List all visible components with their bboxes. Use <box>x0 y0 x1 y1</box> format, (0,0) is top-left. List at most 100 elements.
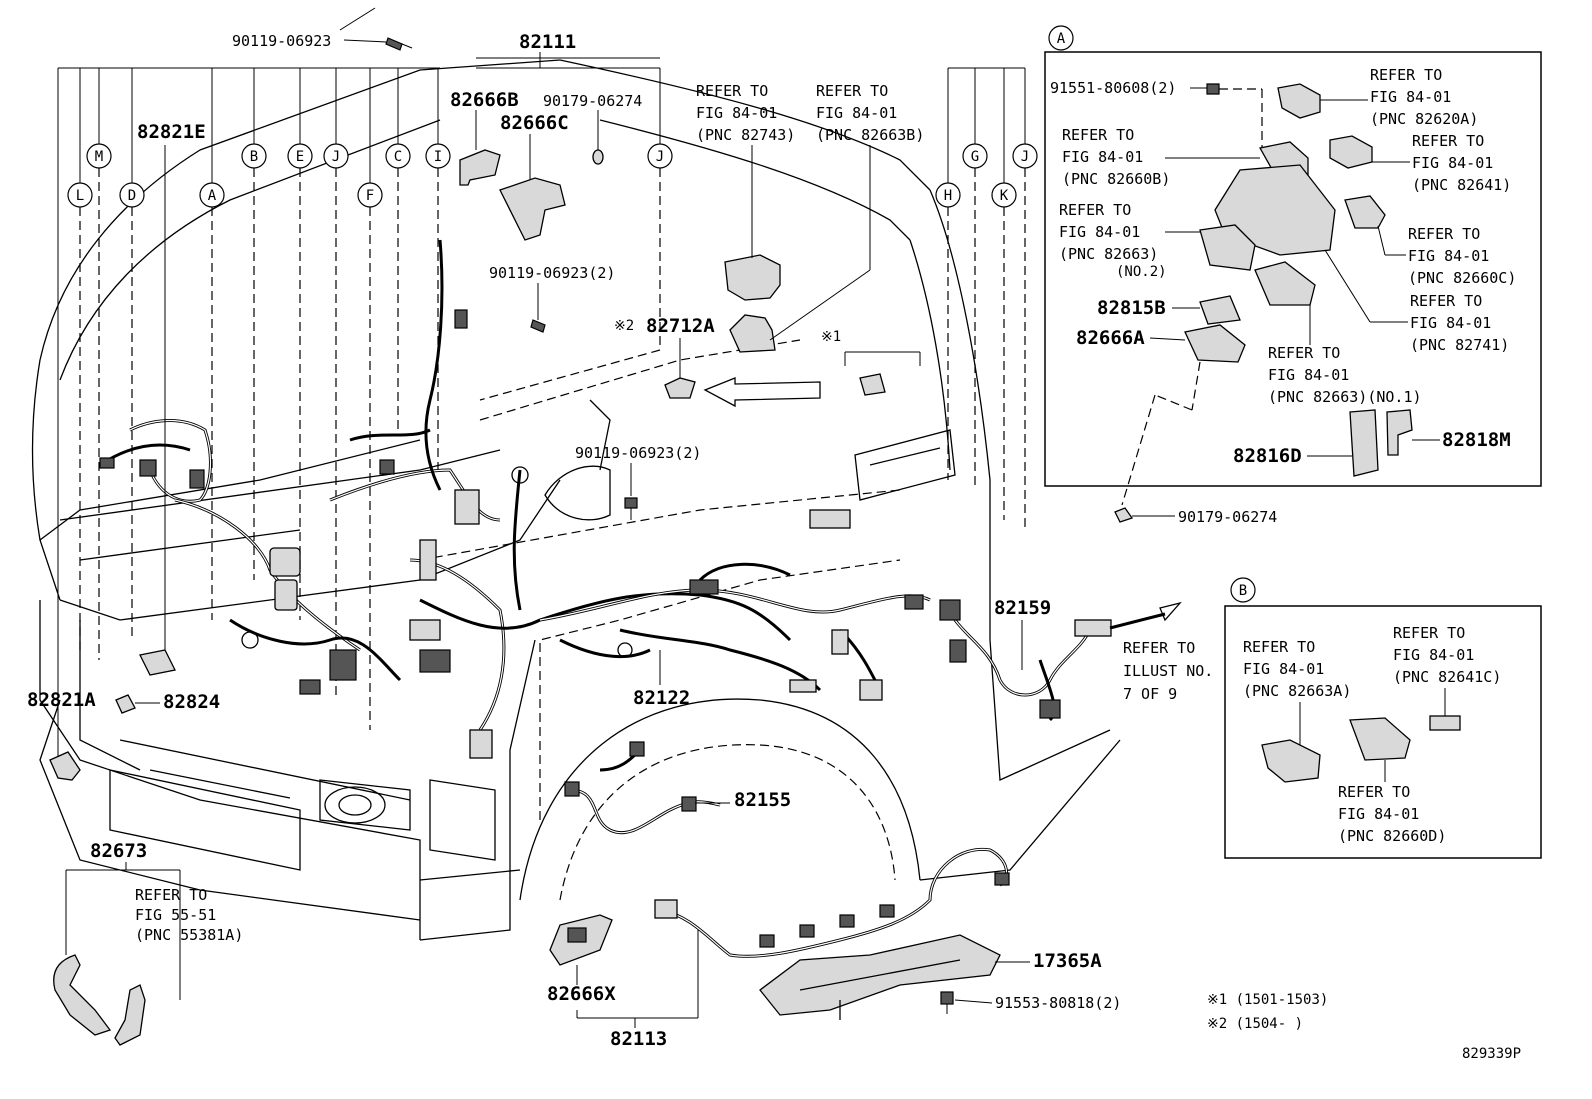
svg-text:REFER TO: REFER TO <box>1243 638 1315 656</box>
callout-J-right: J <box>1012 143 1038 530</box>
svg-text:FIG 84-01: FIG 84-01 <box>1059 223 1140 241</box>
callout-bar-left <box>57 67 440 760</box>
svg-text:H: H <box>944 188 952 204</box>
mark-1: ※1 <box>821 329 841 345</box>
bracket-82666X <box>549 914 613 966</box>
svg-text:REFER TO: REFER TO <box>1410 292 1482 310</box>
label-82816D: 82816D <box>1233 445 1302 467</box>
refer-fig-55-51: REFER TO FIG 55-51 (PNC 55381A) <box>135 886 243 944</box>
svg-text:E: E <box>296 149 304 165</box>
label-90179-06274-insetA: 90179-06274 <box>1178 508 1277 526</box>
svg-text:FIG 84-01: FIG 84-01 <box>1412 154 1493 172</box>
svg-text:L: L <box>76 188 84 204</box>
label-82673: 82673 <box>90 840 147 862</box>
label-82824: 82824 <box>163 691 220 713</box>
refer-illust: REFER TO ILLUST NO. 7 OF 9 <box>1123 639 1213 703</box>
svg-text:J: J <box>332 149 340 165</box>
svg-text:REFER TO: REFER TO <box>696 82 768 100</box>
svg-text:K: K <box>1000 188 1009 204</box>
callout-J1: J <box>323 68 349 700</box>
callout-I: I <box>425 68 451 470</box>
small-parts <box>49 7 954 1014</box>
callout-circles-left: L M D A B E J F C I <box>67 68 451 730</box>
note-1: ※1 (1501-1503) <box>1207 992 1328 1008</box>
callout-J-mid: J <box>476 67 673 401</box>
svg-text:ILLUST NO.: ILLUST NO. <box>1123 662 1213 680</box>
svg-text:(PNC 82620A): (PNC 82620A) <box>1370 110 1478 128</box>
svg-text:REFER TO: REFER TO <box>1370 66 1442 84</box>
part-labels: 90119-06923 82111 82666B 82666C 90179-06… <box>27 31 1521 1062</box>
label-90119-06923-2-a: 90119-06923(2) <box>489 264 615 282</box>
label-82666A: 82666A <box>1076 327 1145 349</box>
svg-text:FIG 84-01: FIG 84-01 <box>1062 148 1143 166</box>
svg-text:A: A <box>1057 31 1066 47</box>
svg-text:REFER TO: REFER TO <box>135 886 207 904</box>
inset-b: B REFER TO FIG 84-01 (PNC 82663A) REFER … <box>1224 577 1542 859</box>
callout-K: K <box>991 68 1017 520</box>
label-91551-80608: 91551-80608(2) <box>1050 79 1176 97</box>
svg-text:A: A <box>208 188 217 204</box>
svg-text:(NO.2): (NO.2) <box>1116 264 1167 280</box>
label-82159: 82159 <box>994 597 1051 619</box>
svg-text:REFER TO: REFER TO <box>1338 783 1410 801</box>
label-90119-06923-2-b: 90119-06923(2) <box>575 444 701 462</box>
label-82815B: 82815B <box>1097 297 1166 319</box>
door-harness <box>939 599 1182 722</box>
svg-text:C: C <box>394 149 402 165</box>
svg-text:FIG 55-51: FIG 55-51 <box>135 906 216 924</box>
engine-harness <box>99 239 792 759</box>
svg-text:FIG 84-01: FIG 84-01 <box>1410 314 1491 332</box>
refer-82663B: REFER TO FIG 84-01 (PNC 82663B) <box>769 82 924 341</box>
protector-17365A <box>759 934 1001 1020</box>
svg-text:(PNC 82641C): (PNC 82641C) <box>1393 668 1501 686</box>
label-82712A: 82712A <box>646 315 715 337</box>
callout-H: H <box>935 68 961 480</box>
svg-text:(PNC 82660D): (PNC 82660D) <box>1338 827 1446 845</box>
svg-text:REFER TO: REFER TO <box>1393 624 1465 642</box>
svg-text:(PNC 82660C): (PNC 82660C) <box>1408 269 1516 287</box>
svg-text:REFER TO: REFER TO <box>1062 126 1134 144</box>
label-17365A: 17365A <box>1033 950 1102 972</box>
label-82666X: 82666X <box>547 983 616 1005</box>
callout-bar-right: H G K J <box>935 67 1038 530</box>
svg-text:(PNC 82741): (PNC 82741) <box>1410 336 1509 354</box>
callout-D: D <box>119 68 145 640</box>
inset-a: A 91551-80608(2) REFER TO FIG 84-01 (PNC… <box>1044 25 1542 526</box>
svg-text:B: B <box>1239 583 1247 599</box>
svg-text:(PNC 82641): (PNC 82641) <box>1412 176 1511 194</box>
svg-text:(PNC 82660B): (PNC 82660B) <box>1062 170 1170 188</box>
label-82821A: 82821A <box>27 689 96 711</box>
label-82818M: 82818M <box>1442 429 1511 451</box>
svg-text:I: I <box>434 149 442 165</box>
callout-G: G <box>962 68 988 490</box>
diagram-id: 829339P <box>1462 1046 1521 1062</box>
svg-text:FIG 84-01: FIG 84-01 <box>1370 88 1451 106</box>
svg-text:FIG 84-01: FIG 84-01 <box>816 104 897 122</box>
callout-B: B <box>241 68 267 580</box>
svg-text:M: M <box>95 149 103 165</box>
label-90119-06923-top: 90119-06923 <box>232 32 331 50</box>
vehicle-body-outline <box>31 59 1121 941</box>
svg-text:FIG 84-01: FIG 84-01 <box>696 104 777 122</box>
callout-F: F <box>357 68 383 730</box>
svg-text:7 OF 9: 7 OF 9 <box>1123 685 1177 703</box>
callout-M: M <box>86 68 112 660</box>
label-82821E: 82821E <box>137 121 206 143</box>
svg-text:FIG 84-01: FIG 84-01 <box>1408 247 1489 265</box>
svg-text:(PNC 82663): (PNC 82663) <box>1059 245 1158 263</box>
svg-text:J: J <box>1021 149 1029 165</box>
label-90179-06274-top: 90179-06274 <box>543 92 642 110</box>
svg-text:D: D <box>128 188 136 204</box>
svg-text:(PNC 82663A): (PNC 82663A) <box>1243 682 1351 700</box>
label-82666B: 82666B <box>450 89 519 111</box>
callout-E: E <box>287 68 313 620</box>
svg-text:(PNC 55381A): (PNC 55381A) <box>135 926 243 944</box>
mark-2: ※2 <box>614 318 634 334</box>
label-82113: 82113 <box>610 1028 667 1050</box>
svg-text:FIG 84-01: FIG 84-01 <box>1243 660 1324 678</box>
svg-text:FIG 84-01: FIG 84-01 <box>1268 366 1349 384</box>
svg-text:REFER TO: REFER TO <box>1268 344 1340 362</box>
svg-text:B: B <box>250 149 258 165</box>
svg-text:REFER TO: REFER TO <box>1059 201 1131 219</box>
